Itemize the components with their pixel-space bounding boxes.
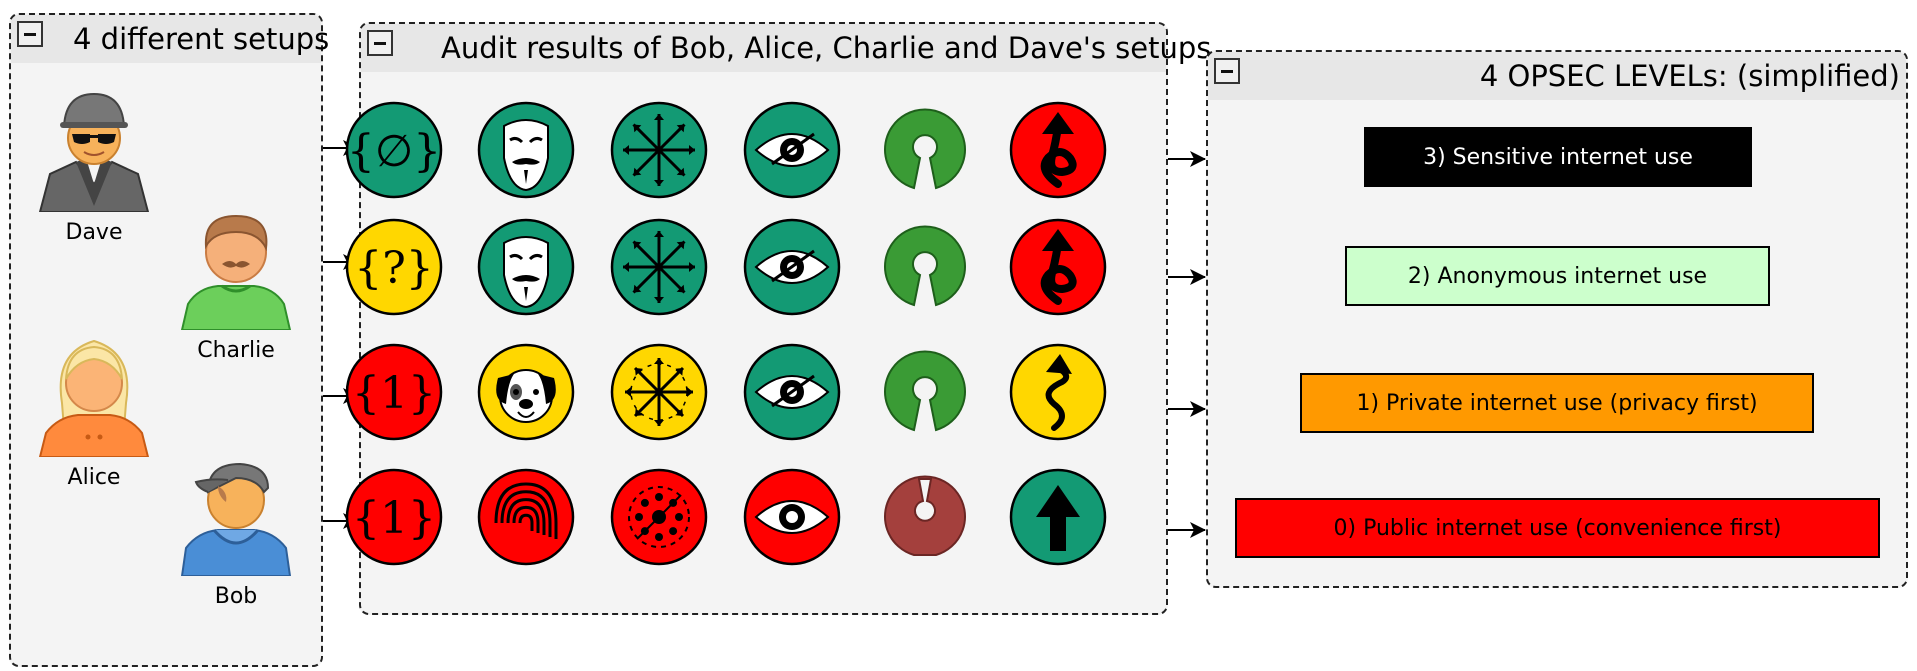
mustache-avatar-icon <box>180 214 292 330</box>
visible-eye-icon <box>742 467 842 567</box>
centralized-target-icon <box>609 467 709 567</box>
set-glyph: {∅} <box>347 126 441 177</box>
hidden-eye-icon <box>742 100 842 200</box>
set-glyph: {1} <box>352 368 436 419</box>
spy-avatar-icon <box>38 92 150 212</box>
panel-header: 4 OPSEC LEVELs: (simplified) <box>1208 52 1906 100</box>
tangled-arrow-icon <box>1008 100 1108 200</box>
level-3-box: 3) Sensitive internet use <box>1364 127 1752 187</box>
panel-title: 4 OPSEC LEVELs: (simplified) <box>1479 59 1900 93</box>
panel-header: Audit results of Bob, Alice, Charlie and… <box>361 24 1211 72</box>
level-0-box: 0) Public internet use (convenience firs… <box>1235 498 1880 558</box>
guy-fawkes-mask-icon <box>476 217 576 317</box>
open-source-keyhole-icon <box>875 100 975 200</box>
decentralized-star-icon <box>609 100 709 200</box>
level-2-box: 2) Anonymous internet use <box>1345 246 1770 306</box>
person-alice: Alice <box>34 333 154 490</box>
straight-arrow-icon <box>1008 467 1108 567</box>
panel-title: Audit results of Bob, Alice, Charlie and… <box>441 31 1212 65</box>
dog-face-icon <box>476 342 576 442</box>
collapse-button[interactable] <box>1214 58 1240 84</box>
winding-arrow-icon <box>1008 342 1108 442</box>
one-set-icon: {1} <box>344 342 444 442</box>
person-charlie: Charlie <box>176 206 296 363</box>
hidden-eye-icon <box>742 217 842 317</box>
audit-to-level-arrows <box>1168 151 1206 538</box>
person-dave: Dave <box>34 88 154 245</box>
decentralized-star-icon <box>609 217 709 317</box>
panel-header: 4 different setups <box>11 15 329 63</box>
unknown-set-icon: {?} <box>344 217 444 317</box>
level-1-box: 1) Private internet use (privacy first) <box>1300 373 1814 433</box>
panel-title: 4 different setups <box>73 22 330 56</box>
collapse-button[interactable] <box>17 21 43 47</box>
tangled-arrow-icon <box>1008 217 1108 317</box>
person-name: Charlie <box>197 338 275 363</box>
semi-decentralized-icon <box>609 342 709 442</box>
person-name: Bob <box>214 584 258 609</box>
set-glyph: {1} <box>352 493 436 544</box>
open-source-keyhole-icon <box>875 342 975 442</box>
fingerprint-icon <box>476 467 576 567</box>
cap-avatar-icon <box>180 462 292 576</box>
closed-source-keyhole-icon <box>875 467 975 567</box>
collapse-button[interactable] <box>367 30 393 56</box>
setup-to-audit-arrows <box>323 140 359 529</box>
set-glyph: {?} <box>354 243 434 294</box>
guy-fawkes-mask-icon <box>476 100 576 200</box>
person-bob: Bob <box>176 452 296 609</box>
one-set-icon: {1} <box>344 467 444 567</box>
open-source-keyhole-icon <box>875 217 975 317</box>
person-name: Dave <box>65 220 123 245</box>
zero-set-icon: {∅} <box>344 100 444 200</box>
blonde-avatar-icon <box>38 339 150 457</box>
person-name: Alice <box>67 465 121 490</box>
hidden-eye-icon <box>742 342 842 442</box>
